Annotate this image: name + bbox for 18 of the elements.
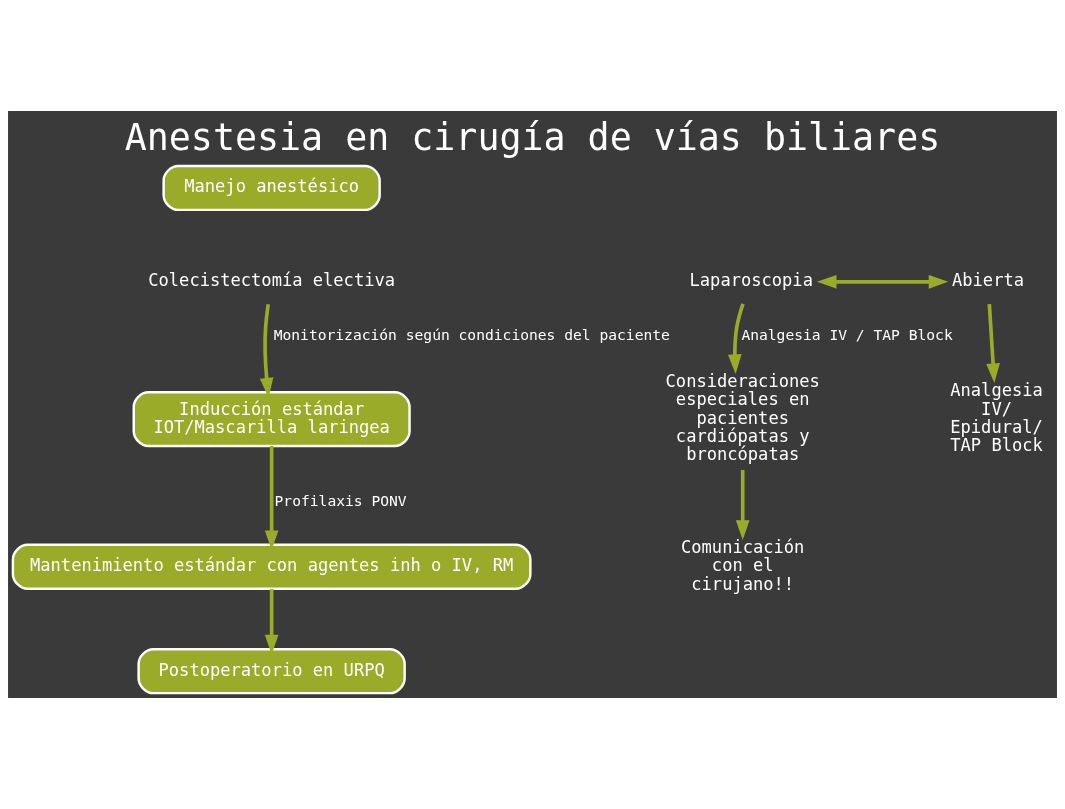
node-text: Comunicación con el cirujano!!: [681, 537, 805, 594]
arrow: [735, 469, 750, 540]
diagram-title: Anestesia en cirugía de vías biliares: [124, 116, 941, 160]
arrow: [986, 304, 1000, 383]
node-text: Abierta: [952, 270, 1024, 291]
node-box: Postoperatorio en URPQ: [137, 647, 406, 695]
arrow: [816, 275, 949, 289]
edge-label: Monitorización según condiciones del paciente: [273, 325, 670, 343]
node-text: Analgesia IV/ Epidural/ TAP Block: [950, 380, 1043, 456]
node-box: Manejo anestésico: [162, 164, 381, 212]
node-text: Laparoscopia: [689, 270, 813, 291]
node-box: Mantenimiento estándar con agentes inh o IV, RM: [11, 543, 532, 590]
edge-label: Profilaxis PONV: [274, 491, 407, 509]
arrow: [727, 303, 745, 374]
node-text: Consideraciones especiales en pacientes cardiópatas y broncópatas: [665, 371, 820, 465]
edge-label: Analgesia IV / TAP Block: [741, 325, 953, 343]
node-text: Colecistectomía electiva: [148, 270, 396, 291]
node-box: Inducción estándar IOT/Mascarilla laringea: [132, 391, 411, 448]
